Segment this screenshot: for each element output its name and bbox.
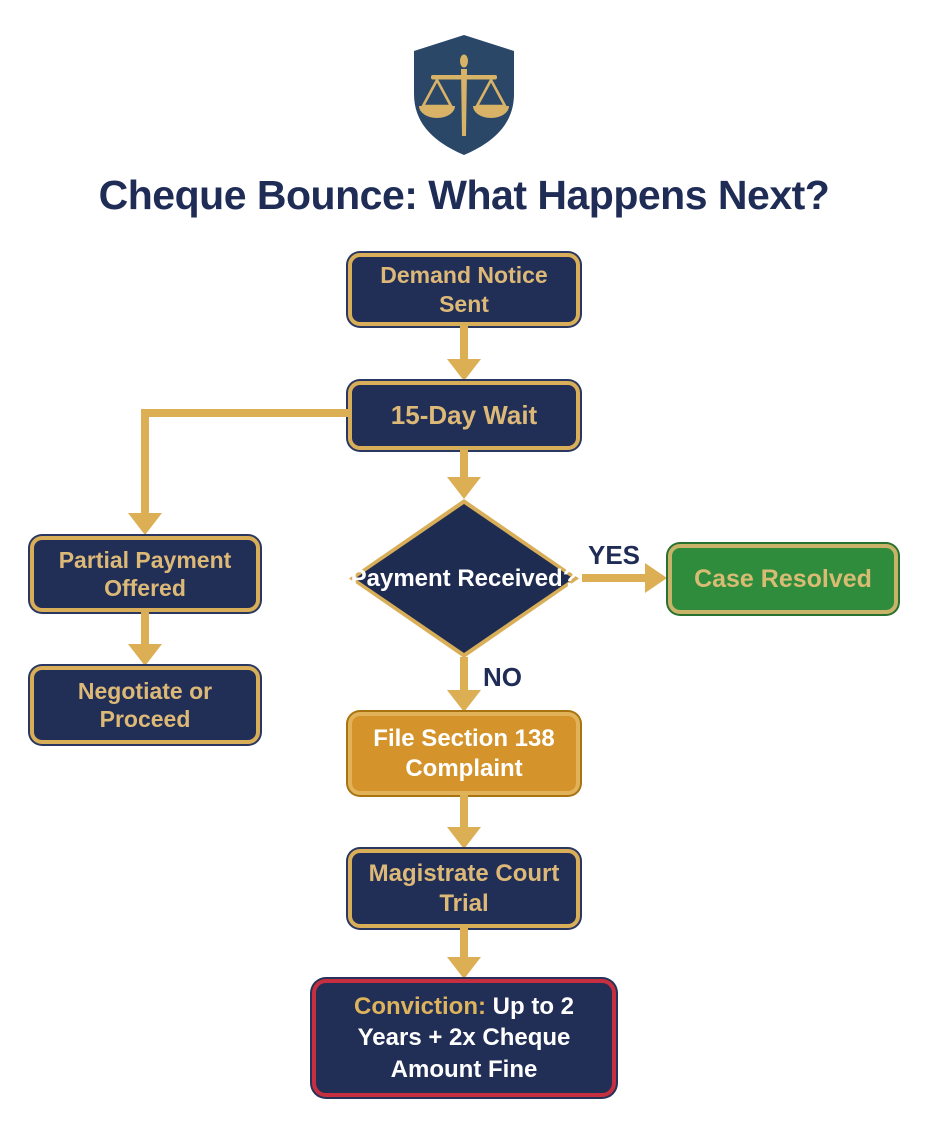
connector-wait-decision bbox=[460, 450, 468, 480]
node-magistrate-court-trial: Magistrate Court Trial bbox=[348, 849, 580, 928]
scales-of-justice-shield-icon bbox=[404, 30, 524, 160]
arrowhead-wait-decision bbox=[447, 477, 481, 499]
connector-wait-partial-vertical bbox=[141, 409, 149, 515]
arrowhead-trial-conviction bbox=[447, 957, 481, 979]
connector-wait-partial-horizontal bbox=[141, 409, 348, 417]
node-negotiate-or-proceed: Negotiate or Proceed bbox=[30, 666, 260, 744]
node-case-resolved: Case Resolved bbox=[668, 544, 898, 614]
connector-demand-wait bbox=[460, 326, 468, 362]
connector-complaint-trial bbox=[460, 795, 468, 829]
conviction-text-rest: Up to 2 Years + 2x Cheque Amount Fine bbox=[357, 993, 574, 1083]
arrowhead-demand-wait bbox=[447, 359, 481, 381]
connector-trial-conviction bbox=[460, 928, 468, 959]
arrowhead-decision-resolved bbox=[645, 563, 667, 593]
connector-decision-complaint bbox=[460, 657, 468, 692]
edge-label-no: NO bbox=[483, 662, 522, 692]
conviction-text-prefix: Conviction: bbox=[354, 993, 486, 1021]
arrowhead-complaint-trial bbox=[447, 827, 481, 849]
node-15-day-wait: 15-Day Wait bbox=[348, 381, 580, 450]
node-file-section-138-complaint: File Section 138 Complaint bbox=[348, 712, 580, 795]
connector-partial-negotiate bbox=[141, 612, 149, 646]
connector-decision-resolved bbox=[582, 574, 646, 582]
arrowhead-decision-complaint bbox=[447, 690, 481, 712]
node-partial-payment-offered: Partial Payment Offered bbox=[30, 536, 260, 612]
decision-label: Payment Received? bbox=[350, 564, 578, 592]
page-title: Cheque Bounce: What Happens Next? bbox=[98, 172, 830, 218]
node-conviction-outcome: Conviction: Up to 2 Years + 2x Cheque Am… bbox=[312, 979, 616, 1097]
node-demand-notice-sent: Demand Notice Sent bbox=[348, 253, 580, 326]
edge-label-yes: YES bbox=[588, 540, 641, 570]
conviction-text: Conviction: Up to 2 Years + 2x Cheque Am… bbox=[326, 991, 602, 1085]
arrowhead-wait-partial bbox=[128, 513, 162, 535]
arrowhead-partial-negotiate bbox=[128, 644, 162, 666]
